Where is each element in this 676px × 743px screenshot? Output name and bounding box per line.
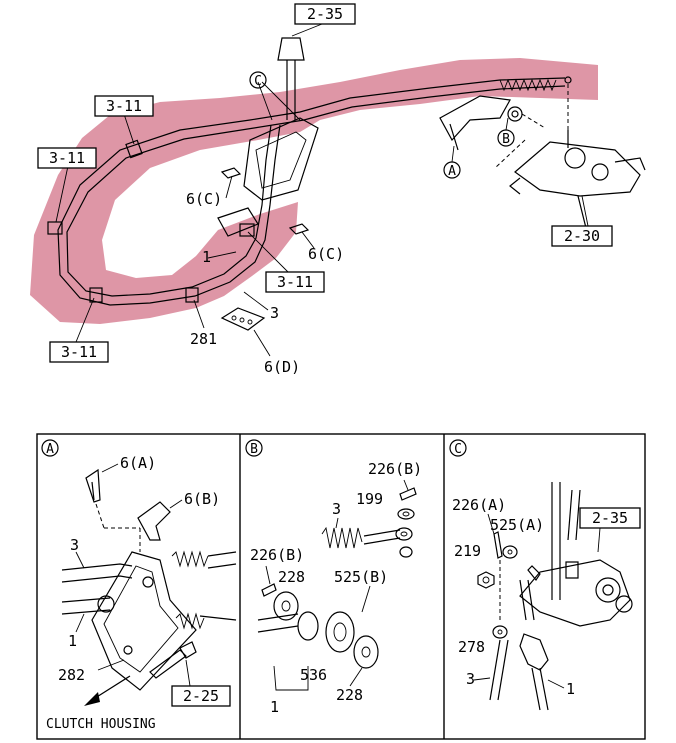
svg-text:199: 199 [356,490,383,508]
svg-text:1: 1 [68,632,77,650]
nut-6c-right [288,223,310,235]
svg-text:C: C [254,74,262,89]
label-281: 281 [190,330,217,348]
svg-text:2-35: 2-35 [307,5,343,23]
svg-text:1: 1 [566,680,575,698]
svg-text:C: C [454,442,462,457]
label-6d: 6(D) [264,358,300,376]
svg-text:1: 1 [270,698,279,716]
marker-c-main: C [249,71,267,89]
label-6c-left: 6(C) [186,190,222,208]
panel-a: A 6(A) 6(B) 3 1 282 [41,439,237,732]
svg-text:3-11: 3-11 [277,273,313,291]
svg-text:A: A [46,442,54,457]
callout-3-11-center: 3-11 [265,271,325,293]
svg-text:2-25: 2-25 [183,687,219,705]
callout-2-35: 2-35 [294,3,356,25]
svg-text:A: A [448,164,456,179]
svg-text:219: 219 [454,542,481,560]
svg-text:228: 228 [278,568,305,586]
svg-text:6(A): 6(A) [120,454,156,472]
svg-text:282: 282 [58,666,85,684]
valve-assembly [509,130,646,229]
svg-text:525(B): 525(B) [334,568,388,586]
marker-a-main: A [443,161,461,179]
svg-text:3: 3 [332,500,341,518]
callout-3-11-left: 3-11 [37,147,97,169]
svg-text:226(B): 226(B) [368,460,422,478]
svg-text:3: 3 [70,536,79,554]
svg-text:2-30: 2-30 [564,227,600,245]
callout-3-11-lower: 3-11 [49,341,109,363]
callout-3-11-upper: 3-11 [94,95,154,117]
svg-text:278: 278 [458,638,485,656]
svg-text:228: 228 [336,686,363,704]
main-leader-lines [55,23,589,357]
clutch-linkage [439,95,546,169]
svg-text:B: B [250,442,258,457]
svg-text:536: 536 [300,666,327,684]
svg-text:525(A): 525(A) [490,516,544,534]
label-cable-3: 3 [270,304,279,322]
svg-text:3-11: 3-11 [61,343,97,361]
svg-text:226(B): 226(B) [250,546,304,564]
marker-b-main: B [497,129,515,147]
svg-text:2-35: 2-35 [592,509,628,527]
cable-assembly [57,76,572,306]
svg-text:3-11: 3-11 [49,149,85,167]
svg-text:226(A): 226(A) [452,496,506,514]
nut-6c-left [220,167,242,179]
svg-text:CLUTCH HOUSING: CLUTCH HOUSING [46,717,156,732]
svg-text:3: 3 [466,670,475,688]
shift-lever [217,37,319,237]
label-cable-1: 1 [202,248,211,266]
svg-text:3-11: 3-11 [106,97,142,115]
panel-b: B 226(B) 199 3 226(B) 228 525(B) 536 [245,439,422,716]
cable-route-highlight [30,58,598,324]
rubber-damper-6d [220,307,266,331]
panel-c: C 226(A) 525(A) 2-35 219 278 3 [449,439,641,711]
svg-text:B: B [502,132,510,147]
cable-clips [47,139,255,303]
callout-2-30: 2-30 [551,225,613,247]
svg-text:6(B): 6(B) [184,490,220,508]
detail-panels-frame [36,433,646,740]
label-6c-right: 6(C) [308,245,344,263]
